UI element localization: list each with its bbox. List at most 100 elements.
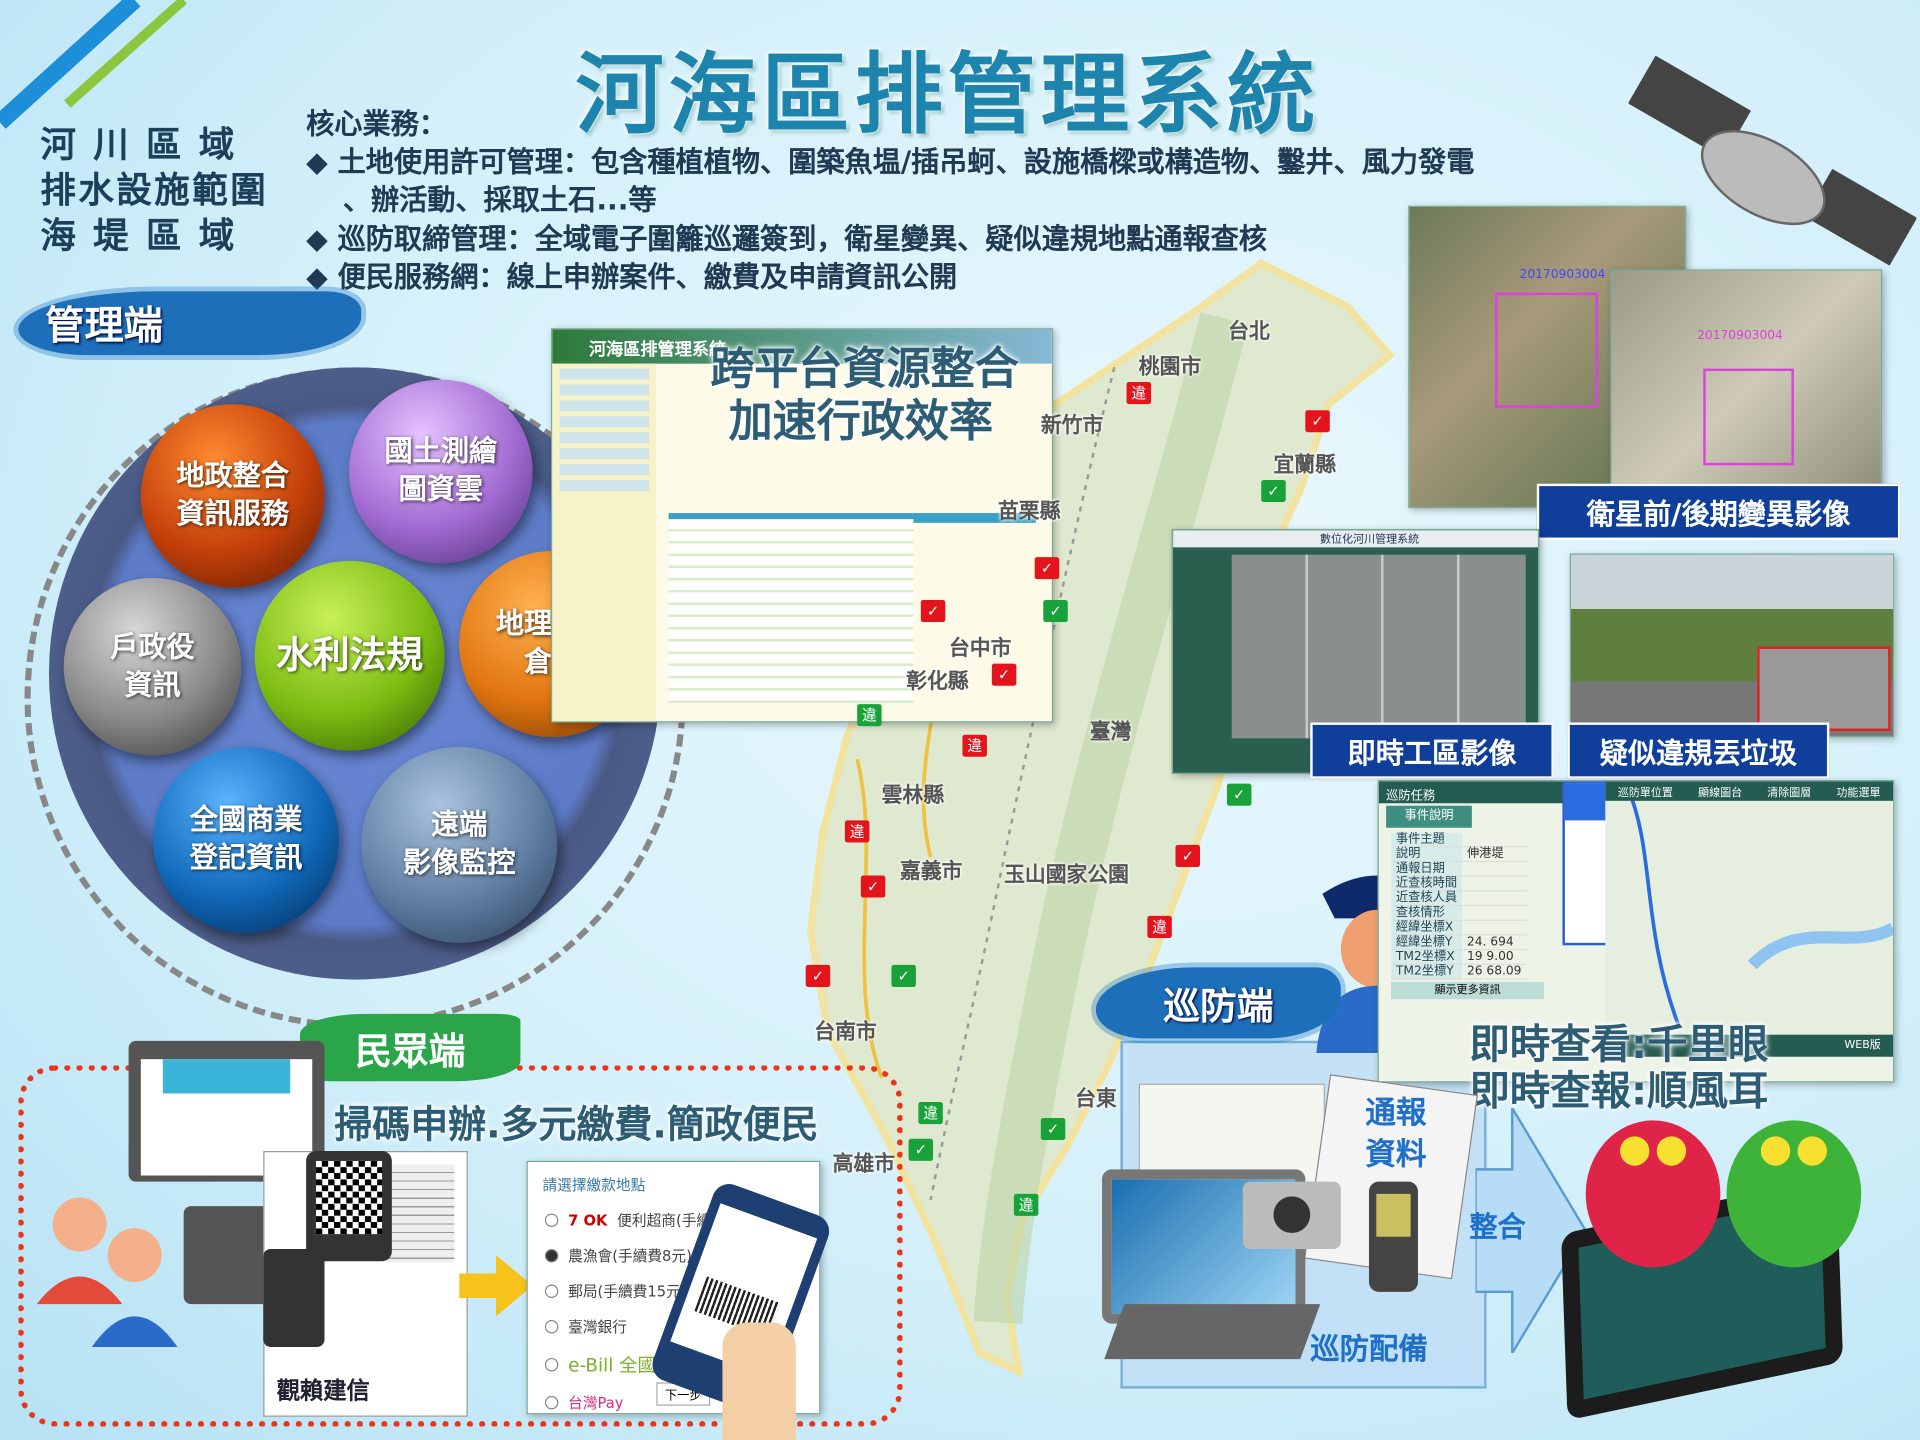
- payment-option-bank-of-taiwan[interactable]: 臺灣銀行: [544, 1316, 819, 1337]
- scope-label-river: 河 川 區 域: [40, 123, 237, 166]
- table-label: TM2坐標X: [1391, 949, 1463, 965]
- violation-marker-icon[interactable]: 違: [1147, 915, 1172, 938]
- mascots-icon: [1585, 1120, 1862, 1268]
- table-value: [1462, 832, 1527, 848]
- table-label: 近查核人員: [1391, 890, 1463, 907]
- calendar-check-marker-icon[interactable]: ✓: [805, 964, 831, 987]
- patrol-table-row: 近查核時間: [1391, 876, 1527, 892]
- users-icon: [36, 1197, 178, 1347]
- patrol-table-row: 經緯坐標X: [1391, 920, 1527, 936]
- map-label-yilan: 宜蘭縣: [1273, 453, 1336, 478]
- map-label-taiwan: 臺灣: [1089, 720, 1132, 745]
- hand-icon: [722, 1322, 796, 1440]
- calendar-check-marker-icon[interactable]: ✓: [1175, 844, 1201, 867]
- laptop-keyboard: [1104, 1304, 1321, 1360]
- satellite-id: 20170903004: [1697, 329, 1783, 343]
- map-label-hsinchu: 新竹市: [1040, 413, 1104, 439]
- worksite-label: 即時工區影像: [1310, 722, 1554, 779]
- core-item-patrol: ◆ 巡防取締管理：全域電子圍籬巡邏簽到，衛星變異、疑似違規地點通報查核: [306, 224, 1267, 256]
- check-marker-icon[interactable]: ✓: [1226, 783, 1252, 806]
- map-label-miaoli: 苗栗縣: [997, 499, 1061, 525]
- slogan-clairaudience: 即時查報:順風耳: [1469, 1066, 1769, 1115]
- map-label-tainan: 台南市: [814, 1020, 877, 1045]
- payment-option-ebill[interactable]: e-Bill 全國: [544, 1352, 819, 1378]
- map-label-taichung: 台中市: [948, 636, 1012, 662]
- violation-marker-icon[interactable]: 違: [844, 820, 870, 843]
- table-value: 24. 694: [1462, 934, 1527, 951]
- menu-patrol-location[interactable]: 巡防單位置: [1617, 786, 1673, 799]
- scope-label-seawall: 海 堤 區 域: [40, 214, 237, 256]
- check-marker-icon[interactable]: ✓: [1261, 480, 1286, 503]
- sphere-survey-mapping: 國土測繪 圖資雲: [348, 379, 533, 564]
- check-marker-icon[interactable]: ✓: [908, 1138, 934, 1161]
- sphere-label: 水利法規: [276, 634, 424, 678]
- check-marker-icon[interactable]: 違: [857, 704, 882, 727]
- public-banner: 民眾端: [300, 1013, 521, 1082]
- table-label: 經緯坐標Y: [1391, 934, 1463, 951]
- table-value: [1462, 920, 1527, 936]
- admin-banner: 管理端: [18, 291, 362, 356]
- show-more-button[interactable]: 顯示更多資訊: [1391, 982, 1545, 1000]
- sphere-label: 遠端 影像監控: [402, 809, 516, 880]
- form-stamp-text: 觀賴建信: [276, 1377, 370, 1405]
- violation-marker-icon[interactable]: 違: [1126, 382, 1152, 405]
- map-label-yushan: 玉山國家公園: [1004, 863, 1129, 888]
- patrol-table-row: 查核情形: [1391, 905, 1527, 921]
- menu-functions[interactable]: 功能選單: [1836, 786, 1881, 799]
- calendar-check-marker-icon[interactable]: ✓: [920, 600, 946, 623]
- patrol-table-row: 通報日期: [1391, 861, 1527, 877]
- patrol-banner: 巡防端: [1095, 967, 1341, 1039]
- table-label: 通報日期: [1391, 861, 1463, 877]
- check-marker-icon[interactable]: ✓: [1040, 1117, 1066, 1141]
- check-marker-icon[interactable]: 違: [1013, 1193, 1039, 1216]
- map-label-yunlin: 雲林縣: [881, 783, 945, 809]
- report-data-label: 通報 資料: [1365, 1094, 1427, 1172]
- table-label: 查核情形: [1391, 905, 1463, 921]
- table-label: 經緯坐標X: [1391, 920, 1463, 936]
- sphere-household: 戶政役 資訊: [63, 577, 242, 756]
- map-label-changhua: 彰化縣: [906, 669, 969, 695]
- payment-option-post-office[interactable]: 郵局(手續費15元): [544, 1281, 819, 1302]
- core-item-land: ◆ 土地使用許可管理：包含種植植物、圍築魚塭/插吊蚵、設施橋樑或構造物、鑿井、風…: [306, 146, 1475, 179]
- patrol-app-screenshot: 巡防任務 事件說明 事件主題說明伸港堤通報日期近查核時間近查核人員查核情形經緯坐…: [1377, 780, 1895, 1083]
- scope-label-drainage: 排水設施範圍: [40, 168, 269, 211]
- overlay-cross-platform: 跨平台資源整合: [710, 344, 1019, 395]
- screenshot-sidebar: [552, 363, 657, 722]
- payment-option-farmers-association[interactable]: 農漁會(手續費8元): [544, 1245, 819, 1266]
- equipment-label: 巡防配備: [1310, 1332, 1428, 1367]
- check-marker-icon[interactable]: ✓: [891, 964, 916, 987]
- patrol-app-tab[interactable]: 事件說明: [1386, 805, 1472, 828]
- web-version-label[interactable]: WEB版: [1605, 1034, 1894, 1057]
- table-value: [1462, 861, 1527, 877]
- check-marker-icon[interactable]: ✓: [1043, 600, 1068, 623]
- payment-heading: 請選擇繳款地點: [542, 1176, 646, 1194]
- calendar-check-marker-icon[interactable]: ✓: [1034, 557, 1060, 580]
- gps-device-icon: [1368, 1181, 1418, 1292]
- table-label: 事件主題: [1391, 832, 1463, 848]
- violation-marker-icon[interactable]: 違: [962, 734, 987, 757]
- payment-option-taiwan-pay[interactable]: 台灣Pay: [544, 1392, 819, 1413]
- dumping-label: 疑似違規丟垃圾: [1567, 722, 1830, 779]
- check-marker-icon[interactable]: 違: [918, 1102, 943, 1125]
- menu-clear-layers[interactable]: 清除圖層: [1767, 786, 1812, 799]
- patrol-table-row: 說明伸港堤: [1391, 846, 1527, 863]
- arrow-right-icon: [459, 1255, 533, 1317]
- integrate-arrow-icon: [1475, 1108, 1586, 1354]
- qr-code-phone-icon: [306, 1151, 392, 1262]
- calendar-check-marker-icon[interactable]: ✓: [860, 875, 886, 898]
- map-label-chiayi: 嘉義市: [900, 859, 963, 885]
- calendar-check-marker-icon[interactable]: ✓: [1305, 410, 1330, 433]
- sphere-label: 戶政役 資訊: [110, 631, 195, 702]
- camera-icon: [1242, 1181, 1341, 1249]
- patrol-route-map: [1628, 792, 1894, 1027]
- table-value: 伸港堤: [1462, 846, 1527, 863]
- calendar-check-marker-icon[interactable]: ✓: [991, 663, 1017, 686]
- patrol-table-row: 事件主題: [1391, 832, 1527, 848]
- menu-map[interactable]: 顯線圖台: [1698, 786, 1743, 799]
- table-value: [1462, 905, 1527, 921]
